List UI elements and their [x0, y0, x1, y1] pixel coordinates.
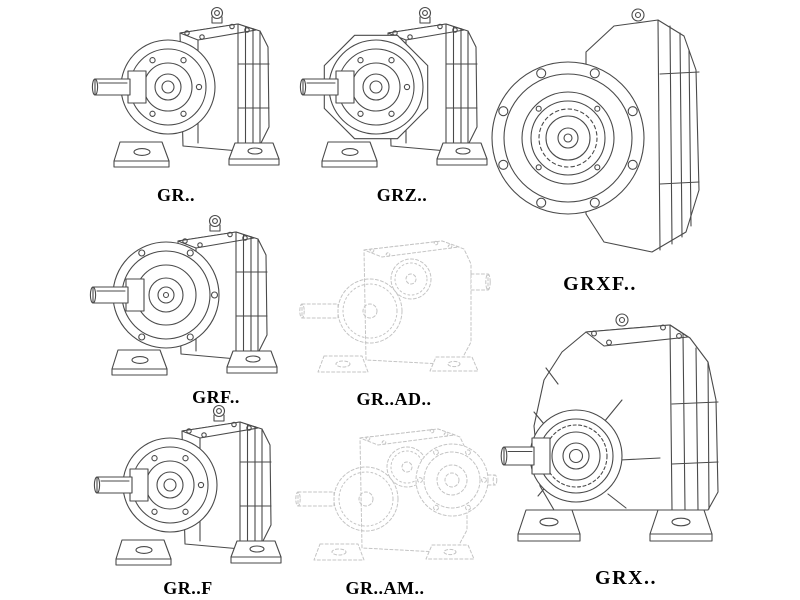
figure-gr-ad-label: GR..AD..: [357, 389, 432, 409]
figure-grz-label: GRZ..: [377, 185, 428, 205]
figure-grf-label: GRF..: [192, 387, 240, 407]
figure-gr: GR..: [92, 8, 279, 205]
figure-gr-ad: [300, 241, 490, 372]
figure-gr-am-drawing: [296, 429, 497, 560]
figure-grx: GRX..: [500, 313, 719, 589]
figure-grf-drawing: [90, 216, 277, 376]
figure-gr-label: GR..: [157, 185, 195, 205]
figure-gr-am-label: GR..AM..: [346, 578, 425, 598]
figure-gr-ad-drawing: [300, 241, 490, 372]
figure-grz: GRZ..: [300, 8, 487, 205]
figure-grxf-drawing: [491, 8, 700, 253]
figure-grxf: GRXF..: [491, 8, 700, 295]
figure-grf: GRF..: [90, 216, 277, 407]
figure-gr-am: [296, 429, 497, 560]
figure-gr-f: GR..F: [94, 406, 281, 598]
figure-gr-f-label: GR..F: [163, 578, 213, 598]
figure-grx-label: GRX..: [595, 567, 657, 589]
figure-grx-drawing: [500, 313, 719, 542]
figure-grxf-label: GRXF..: [563, 273, 637, 295]
figure-grz-drawing: [300, 8, 487, 168]
figure-gr-f-drawing: [94, 406, 281, 566]
figure-gr-drawing: [92, 8, 279, 168]
